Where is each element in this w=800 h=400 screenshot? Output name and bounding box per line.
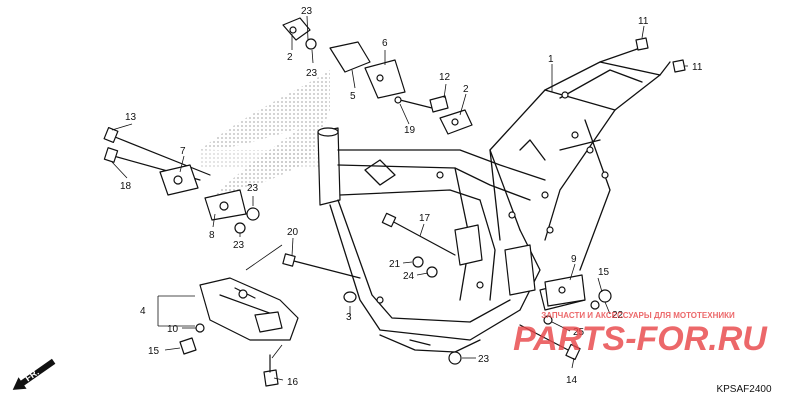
callout-21: 21	[389, 259, 401, 270]
front-arrow-icon	[12, 358, 56, 390]
callout-25: 25	[573, 327, 585, 338]
callout-18: 18	[120, 181, 132, 192]
callout-5: 5	[350, 91, 356, 102]
watermark-brand: PARTS-FOR.RU	[513, 320, 768, 358]
callout-12: 12	[439, 72, 451, 83]
callout-4: 4	[140, 306, 146, 317]
callout-19: 19	[404, 125, 416, 136]
wing-emblem-background	[200, 70, 330, 195]
callout-2-right: 2	[463, 84, 469, 95]
callout-1: 1	[548, 54, 554, 65]
callout-23-bottom: 23	[478, 354, 490, 365]
callout-13: 13	[125, 112, 137, 123]
callout-14: 14	[566, 375, 578, 386]
callout-7: 7	[180, 146, 186, 157]
skid-plate-group	[179, 277, 299, 387]
rear-nuts	[448, 37, 686, 365]
callout-23-mid: 23	[247, 183, 259, 194]
callout-9: 9	[571, 254, 577, 265]
callout-23-upper: 23	[306, 68, 318, 79]
callout-20: 20	[287, 227, 299, 238]
callout-15-right: 15	[598, 267, 610, 278]
callout-16: 16	[287, 377, 299, 388]
engine-bolts	[282, 212, 456, 303]
callout-6: 6	[382, 38, 388, 49]
rear-mount-group	[519, 274, 612, 361]
front-direction-indicator: FR.	[12, 358, 56, 390]
watermark-caption: ЗАПЧАСТИ И АКСЕССУАРЫ ДЛЯ МОТОТЕХНИКИ	[541, 311, 735, 320]
diagram-code: KPSAF2400	[716, 384, 771, 395]
callout-8: 8	[209, 230, 215, 241]
callout-11-top: 11	[638, 16, 649, 27]
callout-17: 17	[419, 213, 431, 224]
callout-2-upper: 2	[287, 52, 293, 63]
callout-23-top: 23	[301, 6, 313, 17]
leader-lines	[111, 15, 688, 381]
callout-22: 22	[612, 310, 624, 321]
callout-3: 3	[346, 312, 352, 323]
callout-24: 24	[403, 271, 415, 282]
watermark: ЗАПЧАСТИ И АКСЕССУАРЫ ДЛЯ МОТОТЕХНИКИ PA…	[513, 311, 768, 358]
callout-labels: 1 2 2 3 4 5 6 7 8 9 10 11 11 12 13 14 15…	[120, 6, 703, 388]
front-hanger-group	[103, 126, 260, 234]
main-frame-body	[317, 47, 671, 353]
callout-15-left: 15	[148, 346, 160, 357]
callout-10: 10	[167, 324, 179, 335]
callout-11-right: 11	[692, 62, 703, 73]
callout-23-lower: 23	[233, 240, 245, 251]
